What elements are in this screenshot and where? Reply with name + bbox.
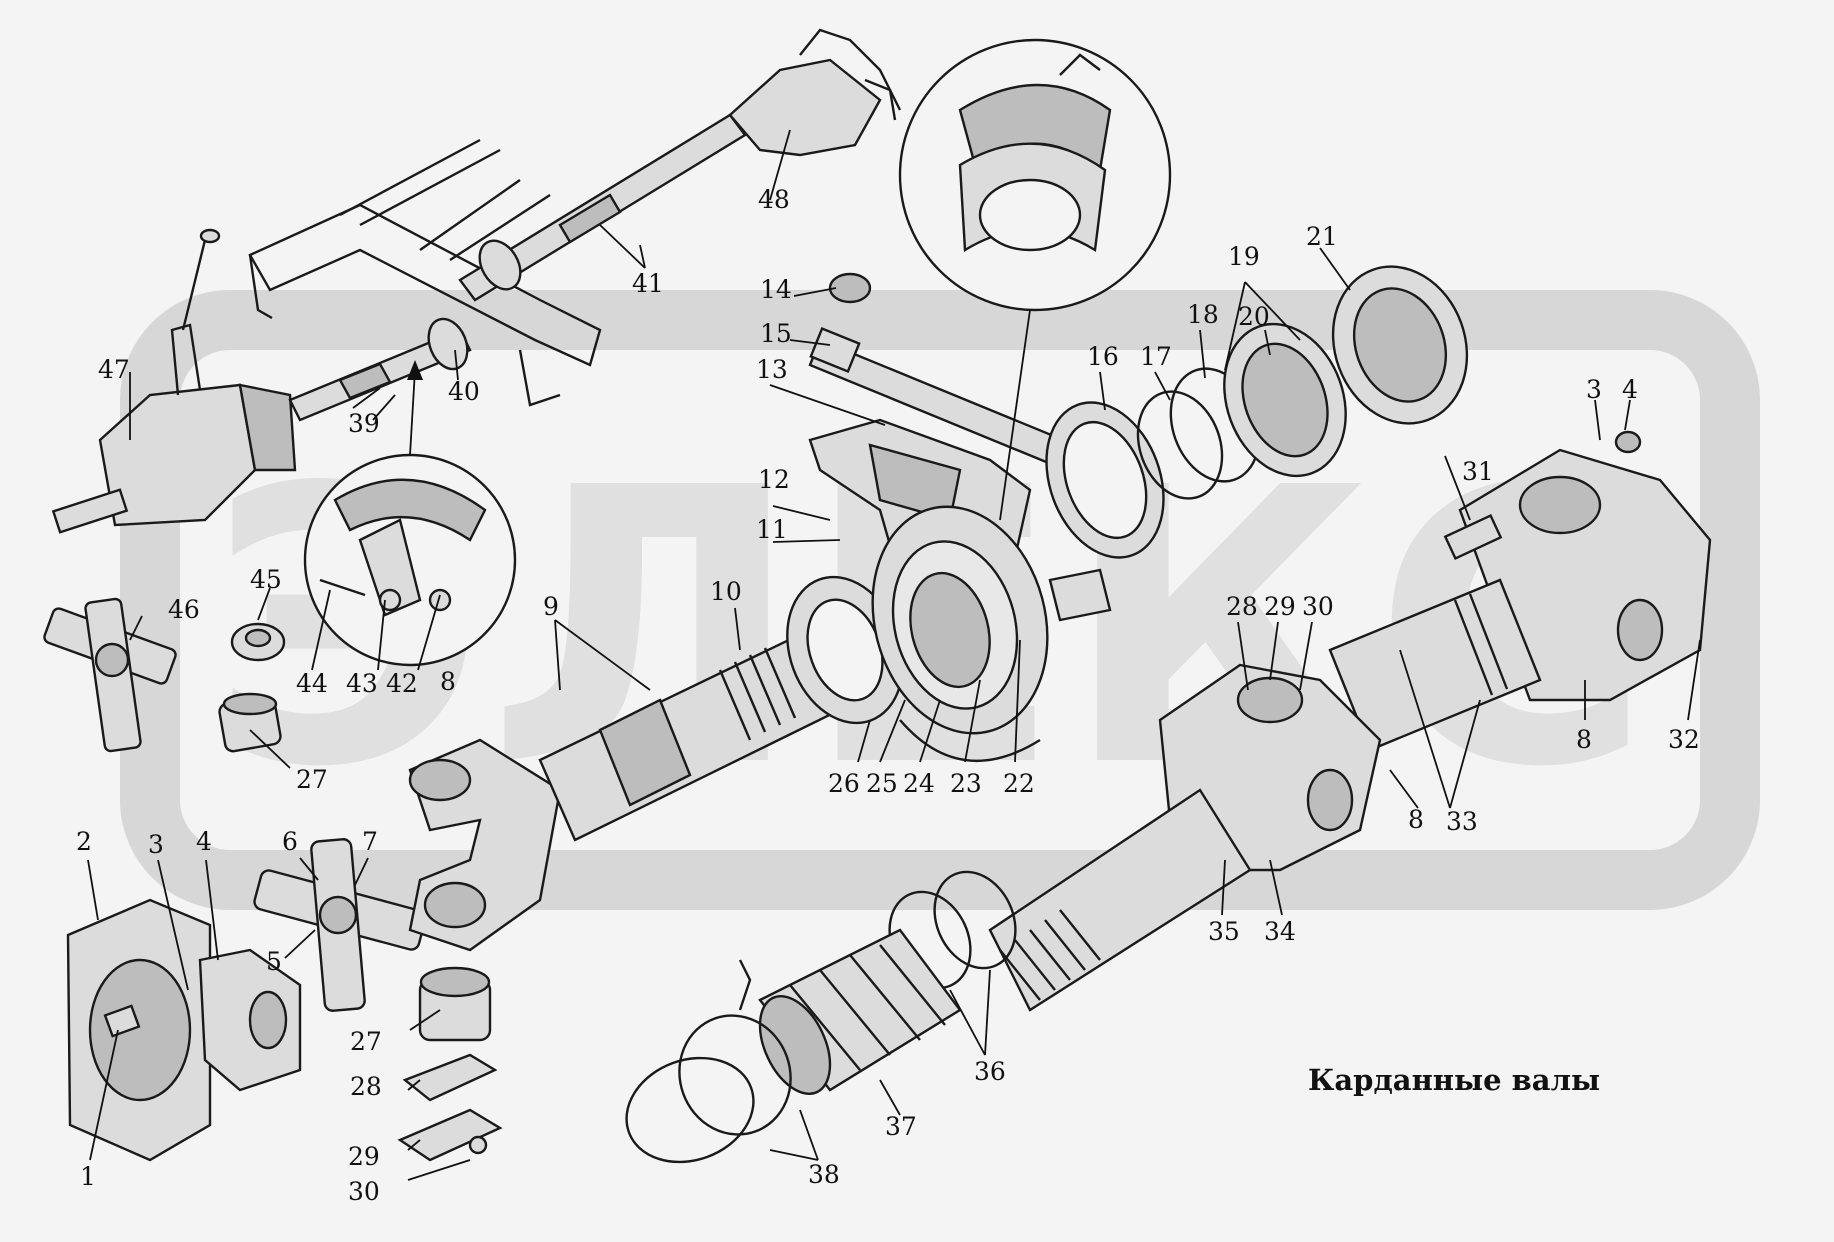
callout-8-right: 8 [1576,725,1592,754]
callout-22: 22 [1003,769,1035,798]
callout-44: 44 [296,669,328,698]
callout-28-left: 28 [350,1072,382,1101]
bracket-frame [248,138,602,407]
callout-14: 14 [760,275,792,304]
callout-35: 35 [1208,917,1240,946]
diagram-title: Карданные валы [1308,1063,1600,1097]
callout-13: 13 [756,355,788,384]
callout-4-right: 4 [1622,375,1638,404]
callout-16: 16 [1087,342,1119,371]
callout-38: 38 [808,1160,840,1189]
callout-41: 41 [632,269,664,298]
callout-6: 6 [282,827,298,856]
callout-31: 31 [1462,457,1494,486]
callout-43: 43 [346,669,378,698]
bearing-housing-22-25 [871,505,1049,763]
nut-21 [1331,265,1469,425]
shaft-39-40 [288,317,472,422]
yoke-8a [408,738,562,952]
callout-8-cross: 8 [1408,805,1424,834]
callout-34: 34 [1264,917,1296,946]
boot-37 [758,928,962,1096]
callout-11: 11 [756,515,788,544]
callout-20: 20 [1238,302,1270,331]
callout-9: 9 [543,592,559,621]
callout-8-center: 8 [440,667,456,696]
callout-47: 47 [98,355,130,384]
callout-37: 37 [885,1112,917,1141]
callout-40: 40 [448,377,480,406]
bushing-27a [218,692,282,753]
bushing-27b [418,966,492,1042]
callout-17: 17 [1140,342,1172,371]
callout-29-right: 29 [1264,592,1296,621]
callout-36: 36 [974,1057,1006,1086]
callout-4: 4 [196,827,212,856]
callout-24: 24 [903,769,935,798]
shaft-41 [458,113,747,302]
callout-23: 23 [950,769,982,798]
callout-39: 39 [348,409,380,438]
callout-46: 46 [168,595,200,624]
flange-yoke-2 [66,898,302,1162]
callout-19: 19 [1228,242,1260,271]
callout-7: 7 [362,827,378,856]
callout-3: 3 [148,830,164,859]
clamps-38 [625,959,792,1164]
seal-19-20 [1223,322,1347,478]
detail-circle-top [898,38,1172,521]
callout-30-left: 30 [348,1177,380,1206]
callout-48: 48 [758,185,790,214]
callout-15: 15 [760,319,792,348]
callout-labels: 1 2 3 4 5 6 7 8 8 8 9 10 11 12 13 14 15 … [76,185,1700,1206]
callout-12: 12 [758,465,790,494]
callout-27-top: 27 [296,765,328,794]
ring-16 [1045,401,1165,559]
cross-46 [43,597,177,753]
detail-circle-left [303,360,517,667]
plate-28-29-30 [397,1053,503,1162]
callout-28-right: 28 [1226,592,1258,621]
callout-2: 2 [76,827,92,856]
leader-lines [87,129,1701,1181]
callout-21: 21 [1306,222,1338,251]
cushion-14 [828,272,872,304]
callout-27-bottom: 27 [350,1027,382,1056]
callout-1: 1 [80,1162,96,1191]
callout-30-right: 30 [1302,592,1334,621]
callout-10: 10 [710,577,742,606]
ring-45 [230,622,286,662]
callout-33: 33 [1446,807,1478,836]
gearbox-47 [51,228,297,534]
callout-26: 26 [828,769,860,798]
callout-42: 42 [386,669,418,698]
callout-5: 5 [266,947,282,976]
callout-29-left: 29 [348,1142,380,1171]
callout-45: 45 [250,565,282,594]
callout-18: 18 [1187,300,1219,329]
callout-32: 32 [1668,725,1700,754]
callout-3-right: 3 [1586,375,1602,404]
callout-25: 25 [866,769,898,798]
cross-5 [253,838,427,1012]
steering-mechanism-48 [728,28,902,157]
shaft-10 [538,623,862,842]
